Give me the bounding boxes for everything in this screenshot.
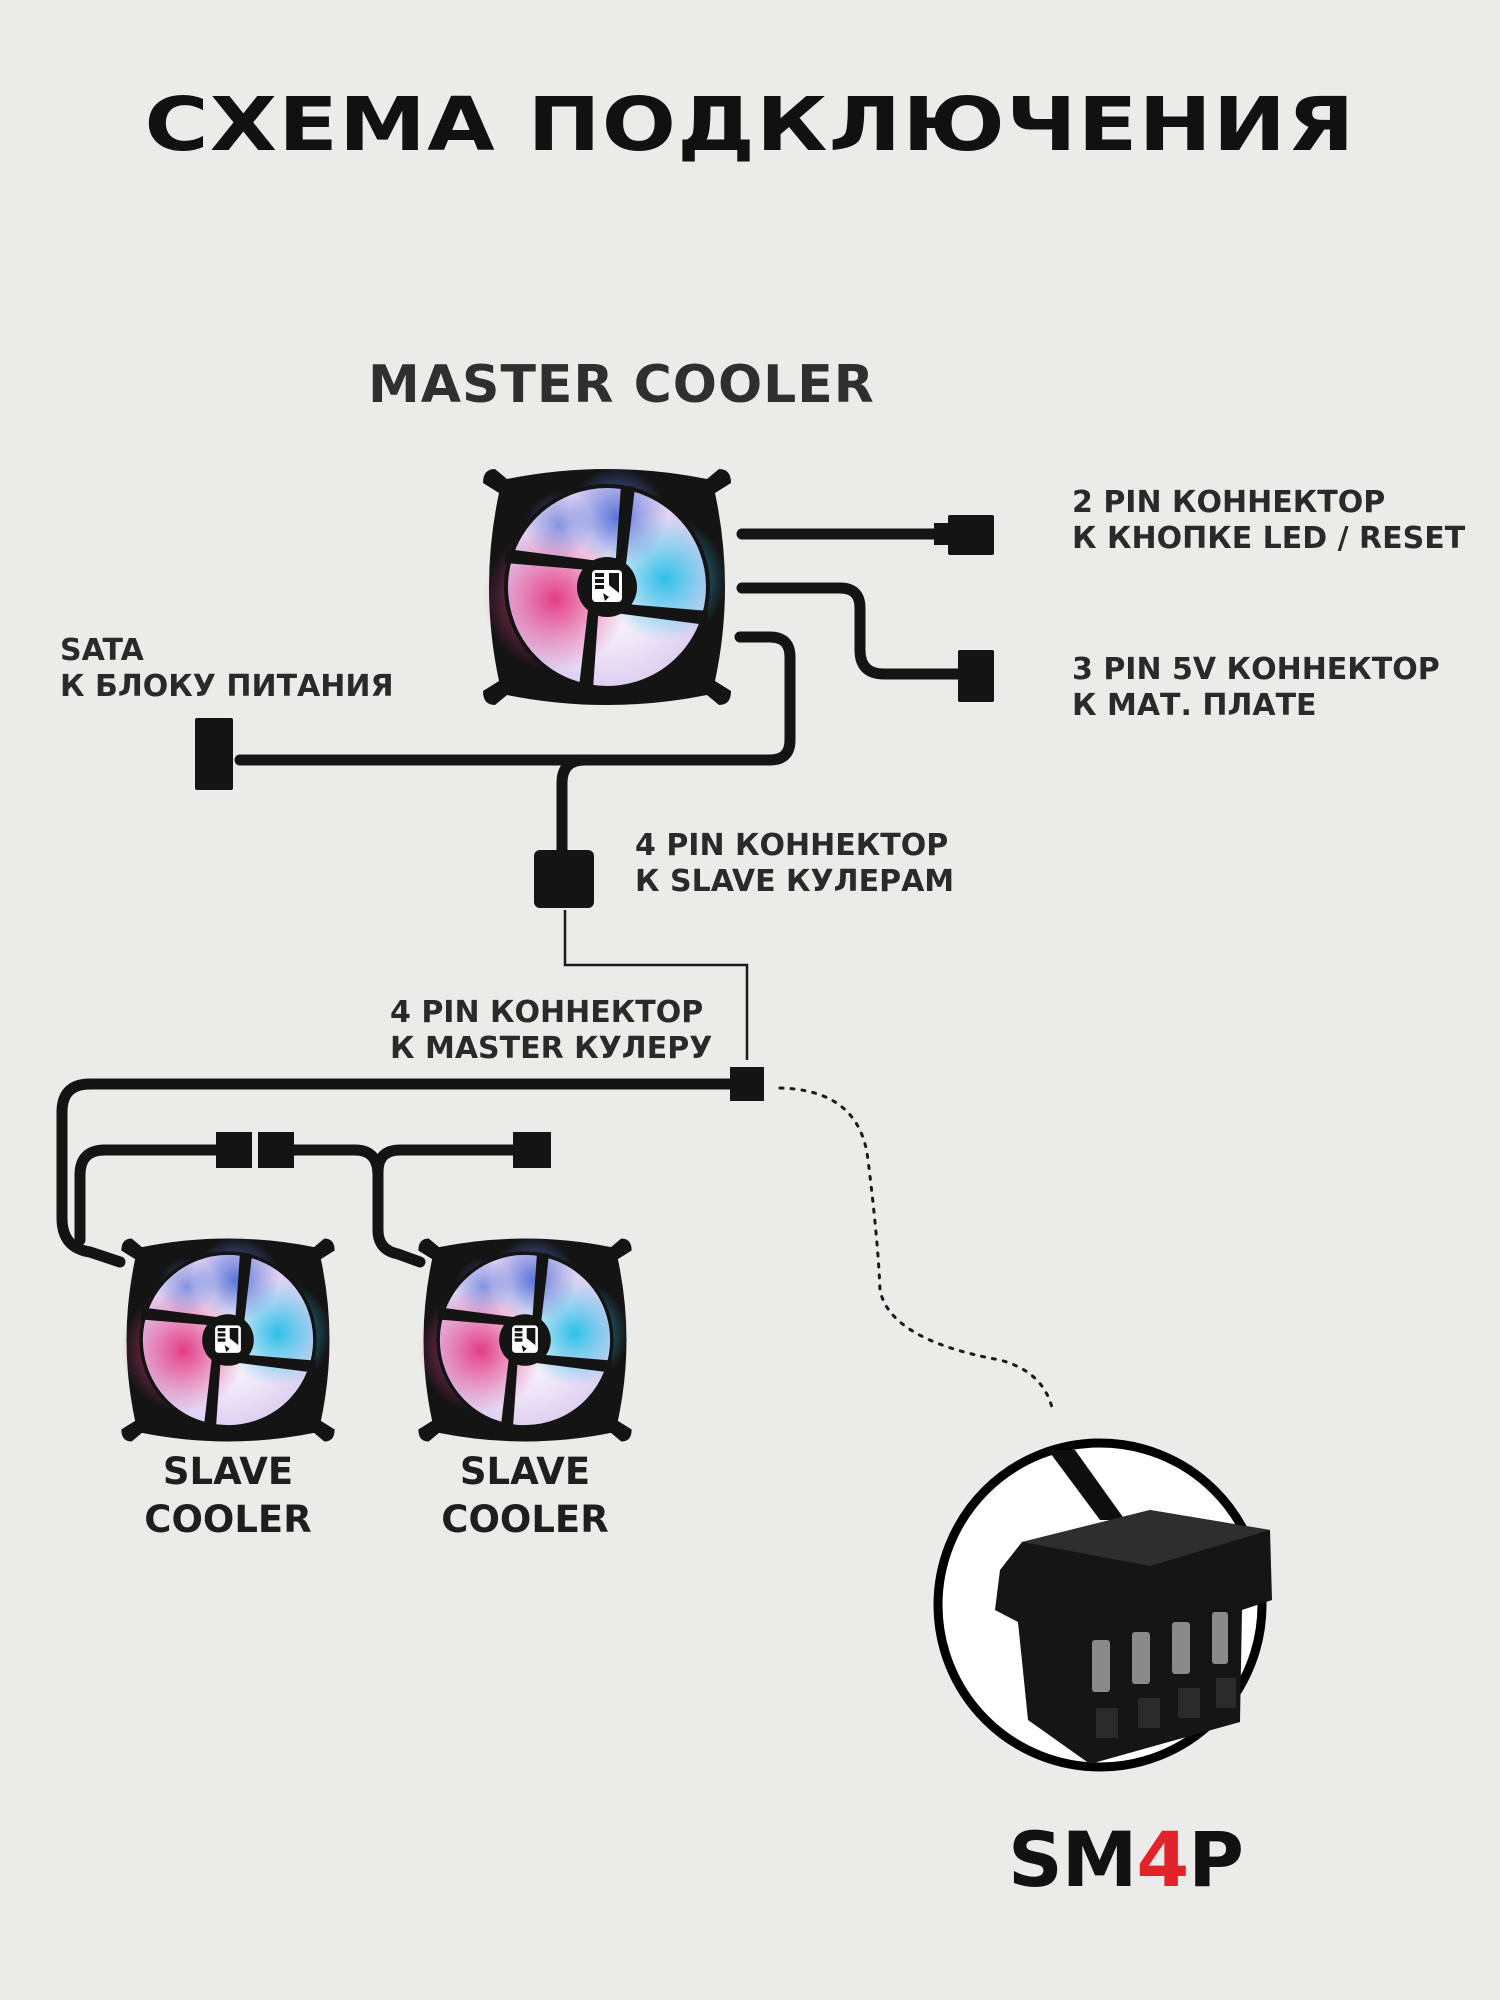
slave-cables xyxy=(56,1078,751,1268)
connector-4pin-master xyxy=(730,1067,764,1101)
connector-4pin-slave xyxy=(534,850,594,908)
cable-3pin xyxy=(736,582,981,680)
slave-cooler-label-2: SLAVE COOLER xyxy=(441,1450,609,1541)
dotted-leader xyxy=(778,1086,1055,1414)
label-sata-connector: SATA К БЛОКУ ПИТАНИЯ xyxy=(60,633,394,704)
master-cables xyxy=(234,528,981,868)
connector-zoom-circle xyxy=(933,1438,1272,1772)
cable-slave-bridge xyxy=(264,1144,426,1268)
master-fan xyxy=(481,465,733,707)
brand-logo: SM4P xyxy=(1008,1815,1244,1904)
label-4pin-slave: 4 PIN КОННЕКТОР К SLAVE КУЛЕРАМ xyxy=(635,828,955,899)
slave-connector-a xyxy=(216,1132,252,1168)
master-cooler-label: MASTER COOLER xyxy=(368,355,875,415)
page-title: СХЕМА ПОДКЛЮЧЕНИЯ xyxy=(144,82,1356,168)
label-2pin-connector: 2 PIN КОННЕКТОР К КНОПКЕ LED / RESET xyxy=(1072,485,1466,556)
label-4pin-master: 4 PIN КОННЕКТОР К MASTER КУЛЕРУ xyxy=(390,995,713,1066)
slave-fan-1 xyxy=(119,1235,337,1444)
slave-connector-b xyxy=(258,1132,294,1168)
slave-cooler-label-1: SLAVE COOLER xyxy=(144,1450,312,1541)
cable-slave-1 xyxy=(74,1144,238,1246)
cable-4pin xyxy=(556,754,591,868)
label-3pin-connector: 3 PIN 5V КОННЕКТОР К МАТ. ПЛАТЕ xyxy=(1072,652,1440,723)
slave-fan-2 xyxy=(416,1235,634,1444)
connector-3pin xyxy=(958,650,994,702)
link-wire xyxy=(563,910,749,1060)
cable-sata xyxy=(234,631,796,766)
cable-slave-2 xyxy=(372,1144,521,1178)
connector-sata xyxy=(195,718,233,790)
cable-slave-trunk xyxy=(56,1078,751,1268)
slave-connector-c xyxy=(513,1132,551,1168)
connector-2pin xyxy=(948,515,994,555)
